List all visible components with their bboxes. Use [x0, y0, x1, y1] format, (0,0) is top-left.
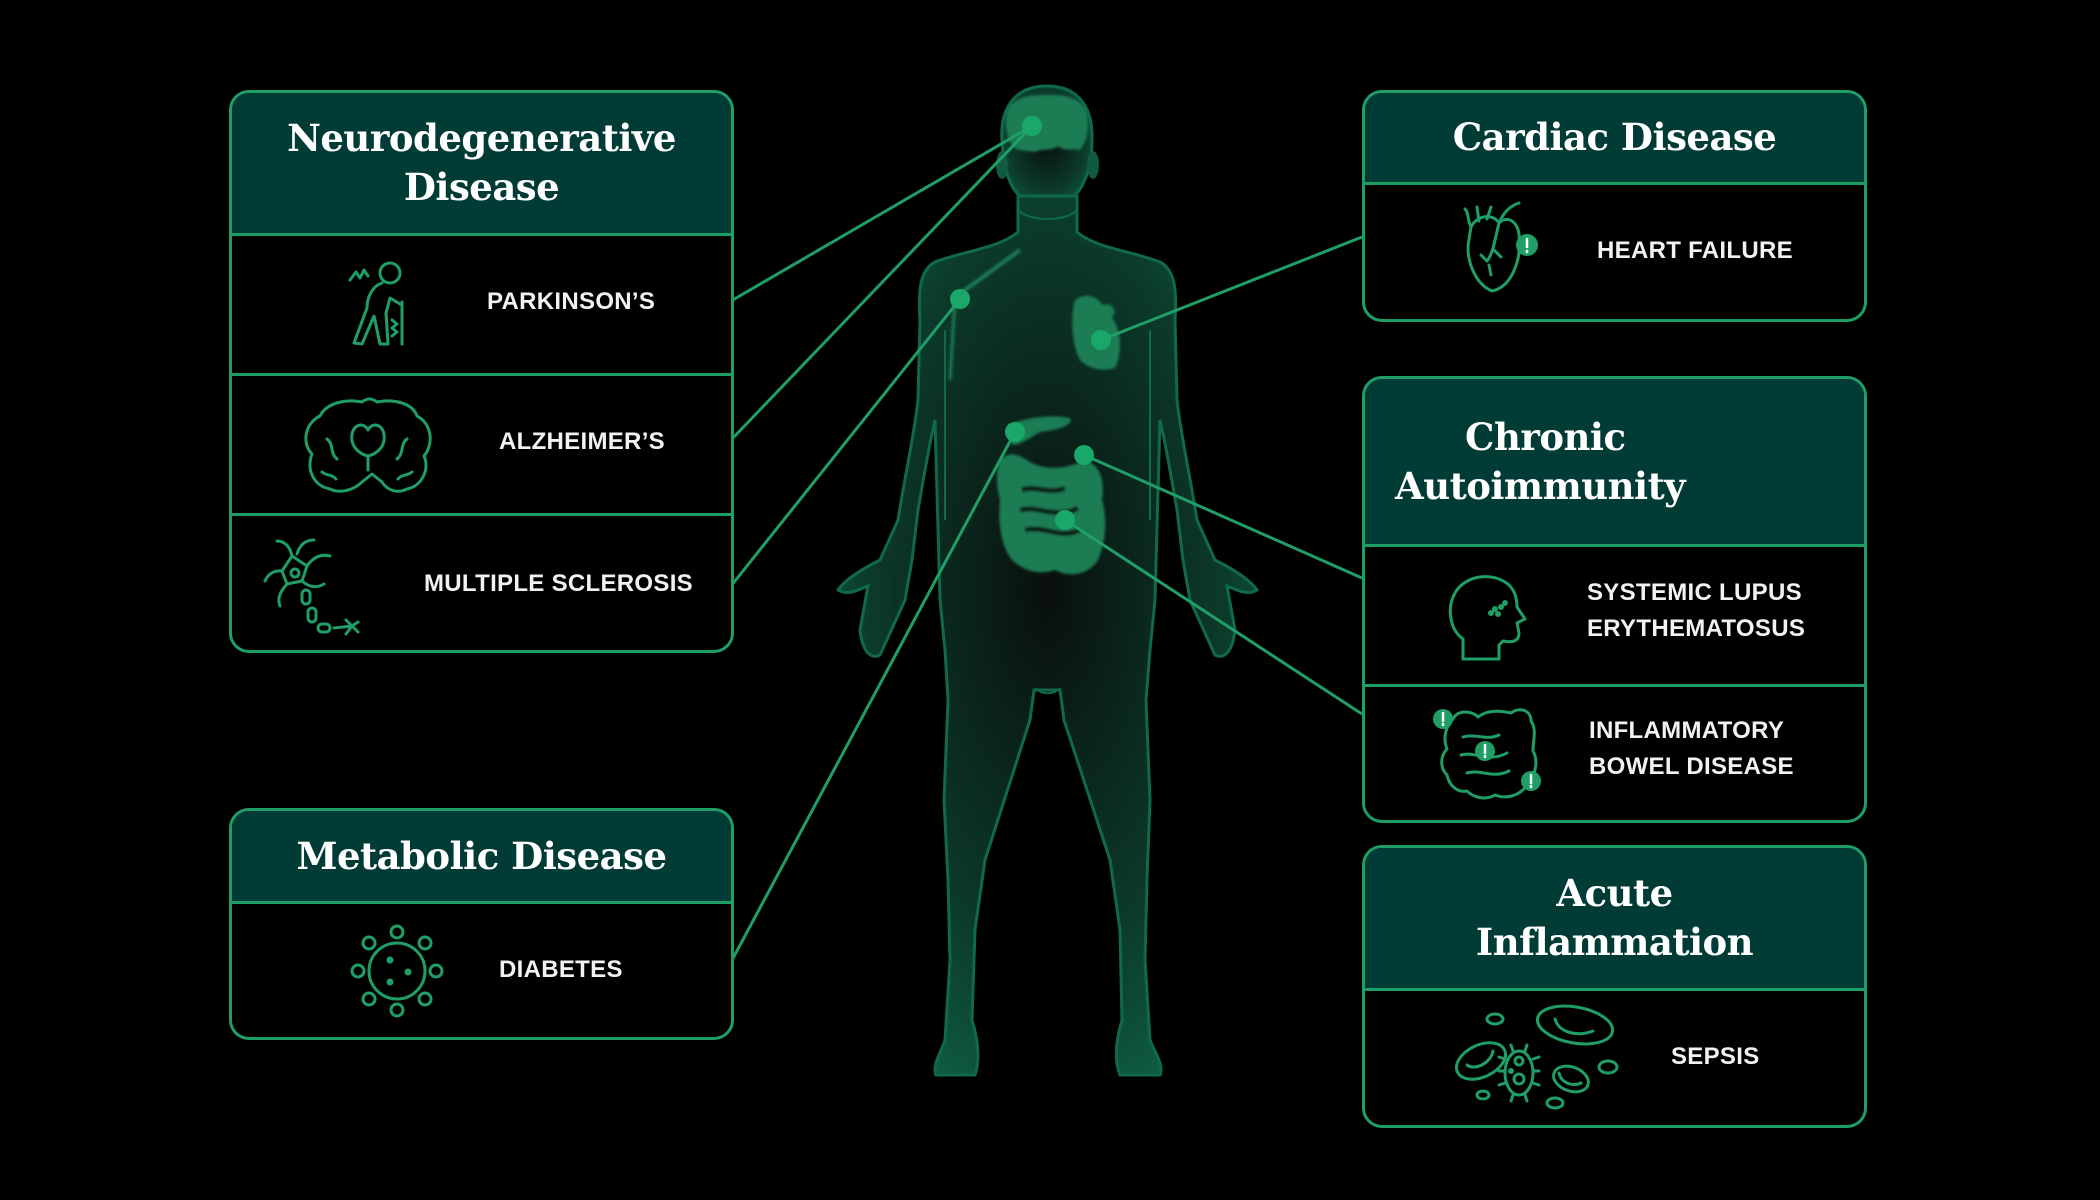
card-title: Chronic Autoimmunity	[1395, 414, 1686, 508]
list-item-heart-failure[interactable]: HEART FAILURE	[1365, 185, 1864, 319]
list-item-diabetes[interactable]: DIABETES	[232, 904, 731, 1037]
card-chronic-autoimmunity: Chronic Autoimmunity SYSTEMIC LUPUS ERYT…	[1362, 376, 1867, 823]
card-header: Neurodegenerative Disease	[232, 93, 731, 236]
item-label: SYSTEMIC LUPUS ERYTHEMATOSUS	[1587, 579, 1806, 642]
list-item-lupus[interactable]: SYSTEMIC LUPUS ERYTHEMATOSUS	[1365, 547, 1864, 687]
card-header: Acute Inflammation	[1365, 848, 1864, 991]
neuron-icon	[263, 538, 360, 636]
human-silhouette	[835, 84, 1260, 1077]
connector-diabetes	[729, 431, 1017, 963]
pancreas-organ	[1008, 416, 1071, 445]
card-metabolic: Metabolic Disease DIABETES	[229, 808, 734, 1040]
item-label: DIABETES	[499, 956, 623, 983]
brain-organ	[1005, 94, 1088, 152]
blood-cells-bacteria-icon	[1454, 1004, 1619, 1110]
marker-heart	[1091, 330, 1111, 350]
card-title: Metabolic Disease	[296, 833, 668, 878]
item-label: INFLAMMATORY BOWEL DISEASE	[1589, 717, 1794, 780]
list-item-multiple-sclerosis[interactable]: MULTIPLE SCLEROSIS	[232, 516, 731, 650]
connector-multiple-sclerosis	[729, 298, 962, 587]
marker-brain	[1022, 116, 1042, 136]
marker-intestine	[1055, 510, 1075, 530]
card-header: Cardiac Disease	[1365, 93, 1864, 185]
marker-pancreas	[1005, 422, 1025, 442]
card-title: Cardiac Disease	[1452, 115, 1777, 159]
intestine-alert-icon	[1433, 708, 1541, 800]
marker-nerve	[950, 289, 970, 309]
virus-cell-icon	[350, 924, 444, 1018]
marker-colon	[1074, 445, 1094, 465]
item-label: PARKINSON’S	[487, 288, 656, 315]
item-label: SEPSIS	[1671, 1043, 1760, 1070]
connector-alzheimers	[729, 124, 1034, 442]
connector-lines	[729, 124, 1363, 963]
card-cardiac: Cardiac Disease HEART FAILURE	[1362, 90, 1867, 322]
list-item-sepsis[interactable]: SEPSIS	[1365, 991, 1864, 1125]
head-rash-icon	[1448, 575, 1527, 661]
connector-ibd	[1064, 518, 1363, 716]
card-neurodegenerative: Neurodegenerative Disease PARKINSON’S	[229, 90, 734, 653]
item-label: MULTIPLE SCLEROSIS	[424, 570, 693, 597]
card-header: Chronic Autoimmunity	[1365, 379, 1864, 547]
card-header: Metabolic Disease	[232, 811, 731, 904]
list-item-alzheimers[interactable]: ALZHEIMER’S	[232, 376, 731, 516]
item-label: ALZHEIMER’S	[499, 428, 665, 455]
card-title: Acute Inflammation	[1475, 871, 1754, 964]
brain-cross-section-icon	[304, 397, 432, 493]
connector-lupus	[1083, 453, 1363, 580]
list-item-parkinsons[interactable]: PARKINSON’S	[232, 236, 731, 376]
marker-dots	[950, 116, 1111, 530]
list-item-ibd[interactable]: INFLAMMATORY BOWEL DISEASE	[1365, 687, 1864, 820]
connector-parkinsons	[730, 124, 1033, 303]
heart-alert-icon	[1463, 201, 1538, 293]
card-title: Neurodegenerative Disease	[287, 116, 676, 209]
item-label: HEART FAILURE	[1597, 237, 1793, 264]
card-acute-inflammation: Acute Inflammation SEPSIS	[1362, 845, 1867, 1128]
connector-heart-failure	[1100, 235, 1363, 342]
elderly-person-cane-icon	[348, 261, 404, 346]
